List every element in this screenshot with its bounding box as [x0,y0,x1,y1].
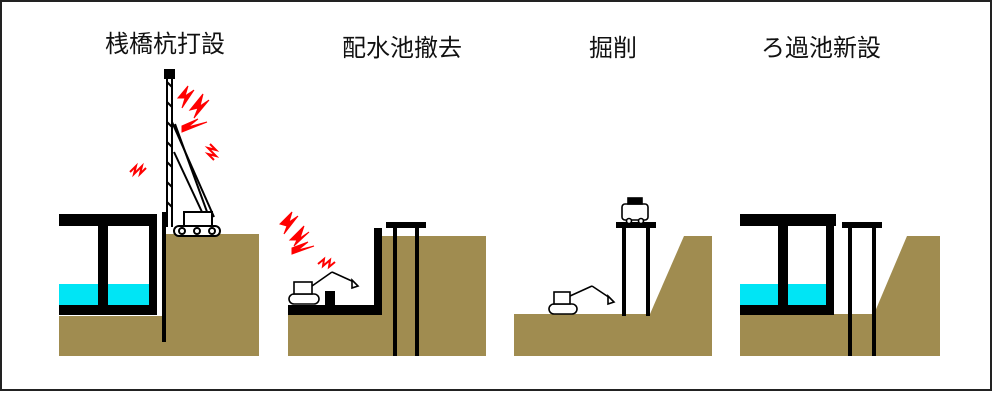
tank-floor [740,305,834,315]
pier-pile [622,226,626,316]
pier-pile [393,226,397,356]
tank-column [98,226,108,306]
stage-tank-removal [279,211,486,356]
slope [650,236,712,314]
tank-roof [59,214,155,226]
slope [874,236,940,314]
tank-wall [826,214,834,314]
tank-column [778,226,788,306]
pier-deck [842,222,882,228]
debris-block [325,291,335,305]
tank-wall [149,214,157,314]
stage-excavation [514,197,712,356]
pier-pile [848,226,852,356]
stage-title-tank-removal: 配水池撤去 [342,34,462,62]
stage-filter-construction [740,214,940,356]
pile-driver-icon [164,69,221,237]
pier-deck [616,222,656,228]
truck-icon [621,197,649,225]
soil-base [740,314,940,356]
vibration-icon [279,211,336,270]
soil-base [514,314,712,356]
pier-deck [386,222,426,228]
tank-roof [740,214,836,226]
stage-pile-driving [59,69,259,356]
tank-floor [288,305,382,315]
vibration-icon [129,85,220,178]
stage-title-excavation: 掘削 [589,34,637,62]
pier-pile [646,226,650,316]
excavator-icon [288,271,360,305]
pier-pile [415,226,419,356]
tank-floor [59,305,157,315]
stage-title-filter-construction: ろ過池新設 [761,34,881,62]
stage-title-pile-driving: 桟橋杭打設 [105,30,225,58]
pier-pile [872,226,876,356]
excavator-icon [548,285,616,315]
pile [162,212,166,342]
tank-wall [374,228,382,314]
